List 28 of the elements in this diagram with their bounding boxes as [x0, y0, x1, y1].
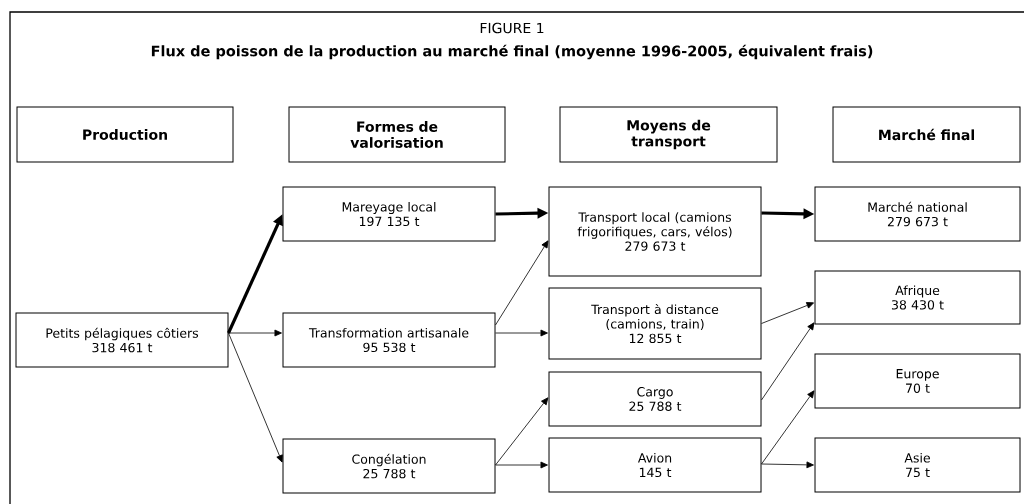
figure-number: FIGURE 1: [480, 22, 544, 34]
flow-box: Asie 75 t: [814, 437, 1021, 493]
flow-box: Mareyage local 197 135 t: [282, 186, 496, 242]
flow-box: Transformation artisanale 95 538 t: [282, 312, 496, 368]
flow-box: Transport à distance (camions, train) 12 855 t: [548, 287, 762, 360]
arrow: [761, 322, 815, 401]
flow-box: Petits pélagiques côtiers 318 461 t: [15, 312, 229, 368]
arrow: [495, 397, 549, 466]
arrow: [228, 332, 283, 463]
column-header-box: Moyens de transport: [559, 106, 778, 163]
flow-box: Cargo 25 788 t: [548, 371, 762, 427]
flow-box: Congélation 25 788 t: [282, 438, 496, 494]
flow-box: Transport local (camions frigorifiques, cars, vélos) 279 673 t: [548, 186, 762, 277]
title: Flux de poisson de la production au marché final (moyenne 1996-2005, équivalent frais): [151, 44, 873, 60]
arrow: [495, 240, 549, 326]
arrow: [761, 461, 814, 469]
arrow: [761, 302, 814, 324]
column-header-box: Formes de valorisation: [288, 106, 506, 163]
flow-box: Afrique 38 430 t: [814, 270, 1021, 325]
flow-box: Avion 145 t: [548, 437, 762, 493]
column-header-box: Marché final: [832, 106, 1021, 163]
flow-box: Marché national 279 673 t: [814, 186, 1021, 242]
arrow: [228, 329, 282, 337]
arrow: [495, 329, 548, 337]
column-header-box: Production: [16, 106, 234, 163]
flow-box: Europe 70 t: [814, 353, 1021, 409]
arrow: [495, 461, 548, 469]
arrow: [761, 390, 815, 465]
